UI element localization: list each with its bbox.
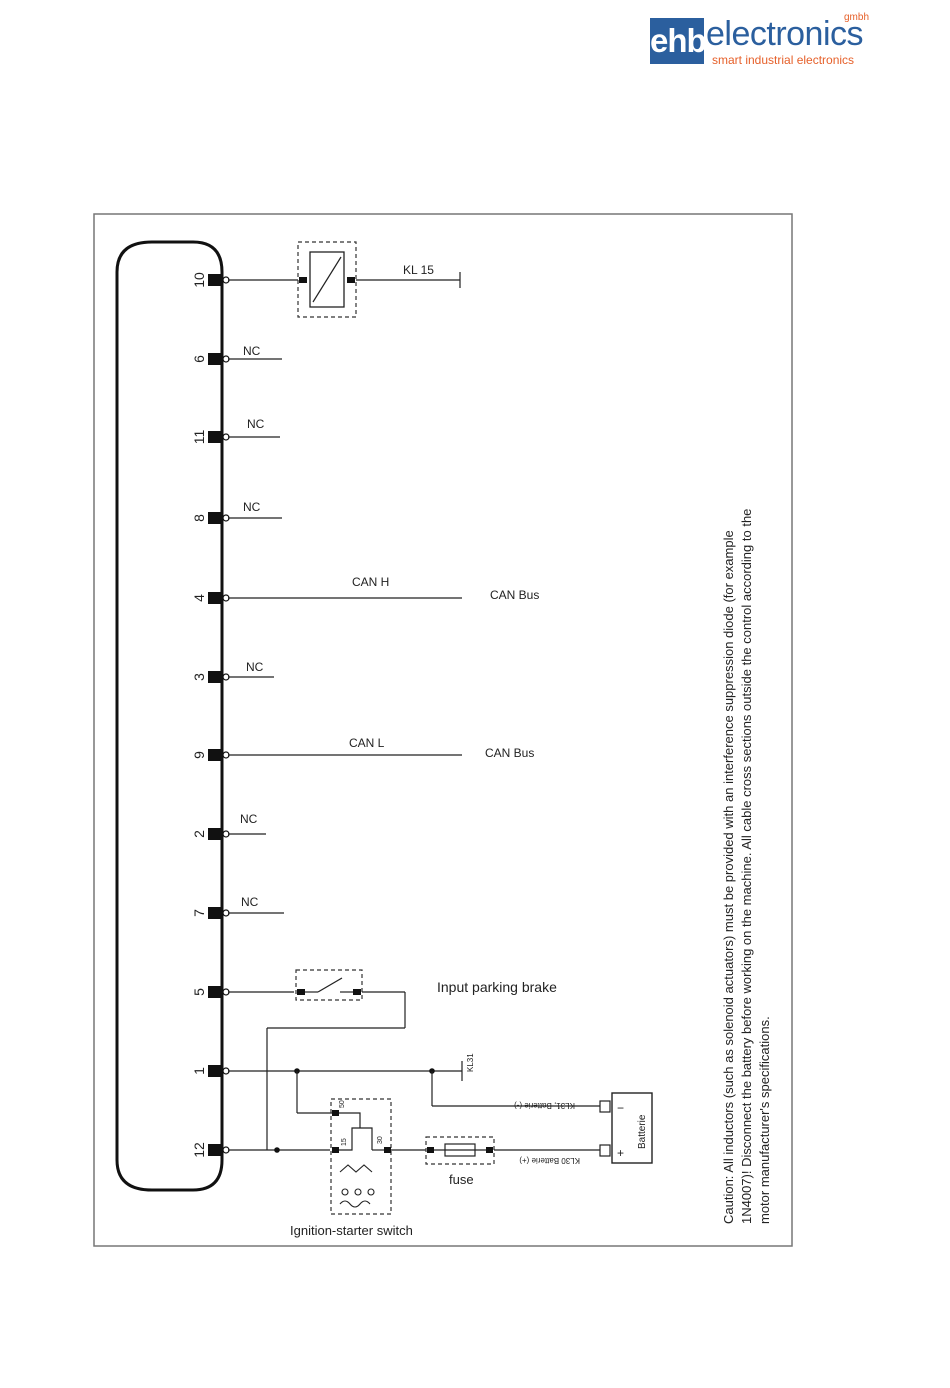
ignition-label: Ignition-starter switch [290, 1223, 413, 1238]
can-bus-label: CAN Bus [490, 588, 539, 602]
pin-number: 9 [191, 751, 207, 759]
nc-label: NC [243, 500, 261, 514]
pin-terminal [208, 353, 221, 365]
pin-number: 11 [191, 430, 207, 445]
ignition-switch-box [330, 1098, 392, 1215]
kl15-label: KL 15 [403, 263, 434, 277]
can-high-line: CAN H CAN Bus [228, 575, 539, 602]
terminal-15: 15 [341, 1138, 348, 1146]
logo-mark: ehb [650, 18, 707, 64]
parking-brake-label: Input parking brake [437, 979, 557, 995]
diagram-frame [93, 213, 793, 1247]
terminal-50: 50 [339, 1100, 346, 1108]
can-low-line: CAN L CAN Bus [228, 736, 534, 760]
pin-terminal [208, 431, 221, 443]
connector-pins: 10 6 11 8 4 3 9 2 7 5 1 12 [191, 272, 230, 1158]
terminal-30: 30 [377, 1136, 384, 1144]
pin-terminal [208, 749, 221, 761]
pin-terminal [208, 274, 221, 286]
caution-line-1: Caution: All inductors (such as solenoid… [721, 530, 736, 1224]
fuse-label: fuse [449, 1172, 474, 1187]
power-circuit: 50 30 15 fuse KL30 Batterie (+) − + Batt… [228, 1092, 653, 1238]
battery-label: Batterie [637, 1114, 648, 1149]
pin-number: 10 [191, 272, 207, 288]
pin-number: 8 [191, 514, 207, 522]
can-bus-label: CAN Bus [485, 746, 534, 760]
pin-number: 4 [191, 594, 207, 602]
battery [611, 1092, 653, 1164]
company-logo: ehb electronics gmbh smart industrial el… [648, 12, 878, 70]
pin-terminal [208, 671, 221, 683]
fuse-box [425, 1136, 495, 1165]
logo-wordmark: electronics [706, 15, 864, 53]
nc-label: NC [247, 417, 265, 431]
kl30-battery-label: KL30 Batterie (+) [519, 1156, 580, 1165]
pin-number: 5 [191, 988, 207, 996]
pin-number: 1 [191, 1067, 207, 1075]
kl31-battery-label: KL31, Batterie (-) [514, 1101, 575, 1110]
pin-terminal [208, 828, 221, 840]
pin-terminal [208, 512, 221, 524]
logo-suffix: gmbh [844, 12, 870, 23]
ground-kl31: KL31 KL31, Batterie (-) [228, 1053, 600, 1114]
pin-terminal [208, 592, 221, 604]
nc-label: NC [241, 895, 259, 909]
kl31-label: KL31 [466, 1053, 475, 1072]
pin-terminal [208, 907, 221, 919]
battery-minus: − [617, 1101, 624, 1115]
pin-number: 2 [191, 830, 207, 838]
pin-terminal [208, 1144, 221, 1156]
battery-plus: + [617, 1146, 624, 1160]
pin-number: 12 [191, 1142, 207, 1158]
can-l-label: CAN L [349, 736, 385, 750]
can-h-label: CAN H [352, 575, 389, 589]
caution-line-3: motor manufacturer's specifications. [757, 1016, 772, 1224]
pin-number: 6 [191, 355, 207, 363]
controller-housing [115, 240, 224, 1192]
nc-label: NC [243, 344, 261, 358]
pin-number: 3 [191, 673, 207, 681]
parking-brake-switch: Input parking brake [228, 969, 557, 1150]
pin-terminal [208, 1065, 221, 1077]
pin-number: 7 [191, 909, 207, 917]
caution-line-2: 1N4007)! Disconnect the battery before w… [739, 509, 754, 1224]
relay-kl15: KL 15 [228, 241, 461, 318]
pin-terminal [208, 986, 221, 998]
nc-label: NC [240, 812, 258, 826]
logo-tagline: smart industrial electronics [712, 53, 855, 67]
nc-label: NC [246, 660, 264, 674]
caution-note: Caution: All inductors (such as solenoid… [721, 509, 772, 1224]
